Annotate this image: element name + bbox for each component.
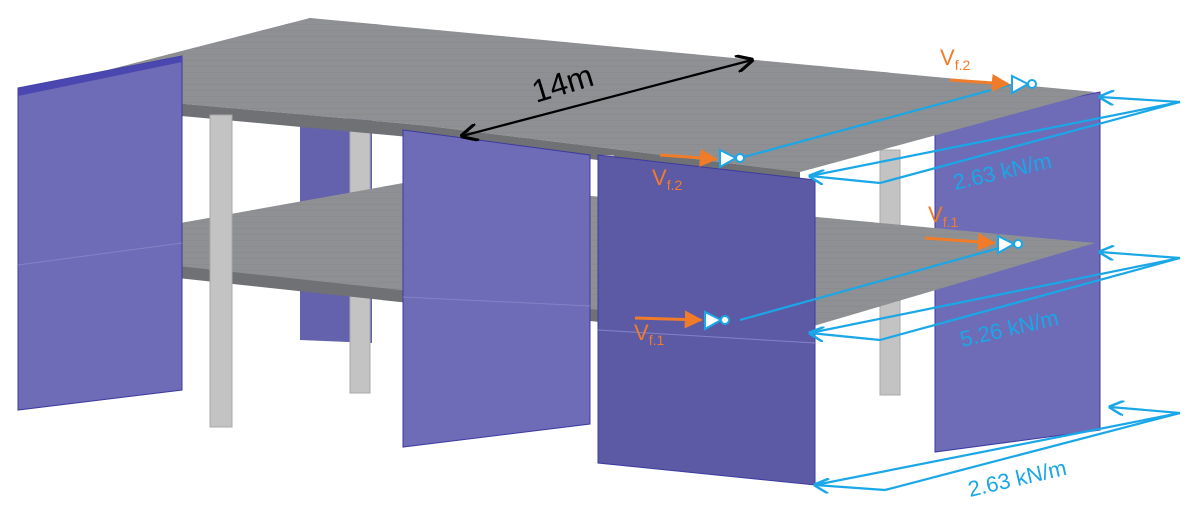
force-labels: Vf.2 Vf.1 Vf.2 Vf.1 [634,45,970,348]
base-load-label: 2.63 kN/m [966,455,1069,502]
vf1-back-label: Vf.1 [928,202,958,230]
lateral-loads [739,83,1181,490]
supports [704,74,1037,331]
vf1-front-label: Vf.1 [634,320,664,348]
force-arrows [634,73,1010,329]
vf2-back-label: Vf.2 [940,45,970,73]
support-back-upper [1011,74,1031,95]
support-front-upper [719,148,739,169]
support-front-lower [704,310,724,331]
vf2-front-label: Vf.2 [652,165,682,193]
support-back-lower [997,234,1017,255]
